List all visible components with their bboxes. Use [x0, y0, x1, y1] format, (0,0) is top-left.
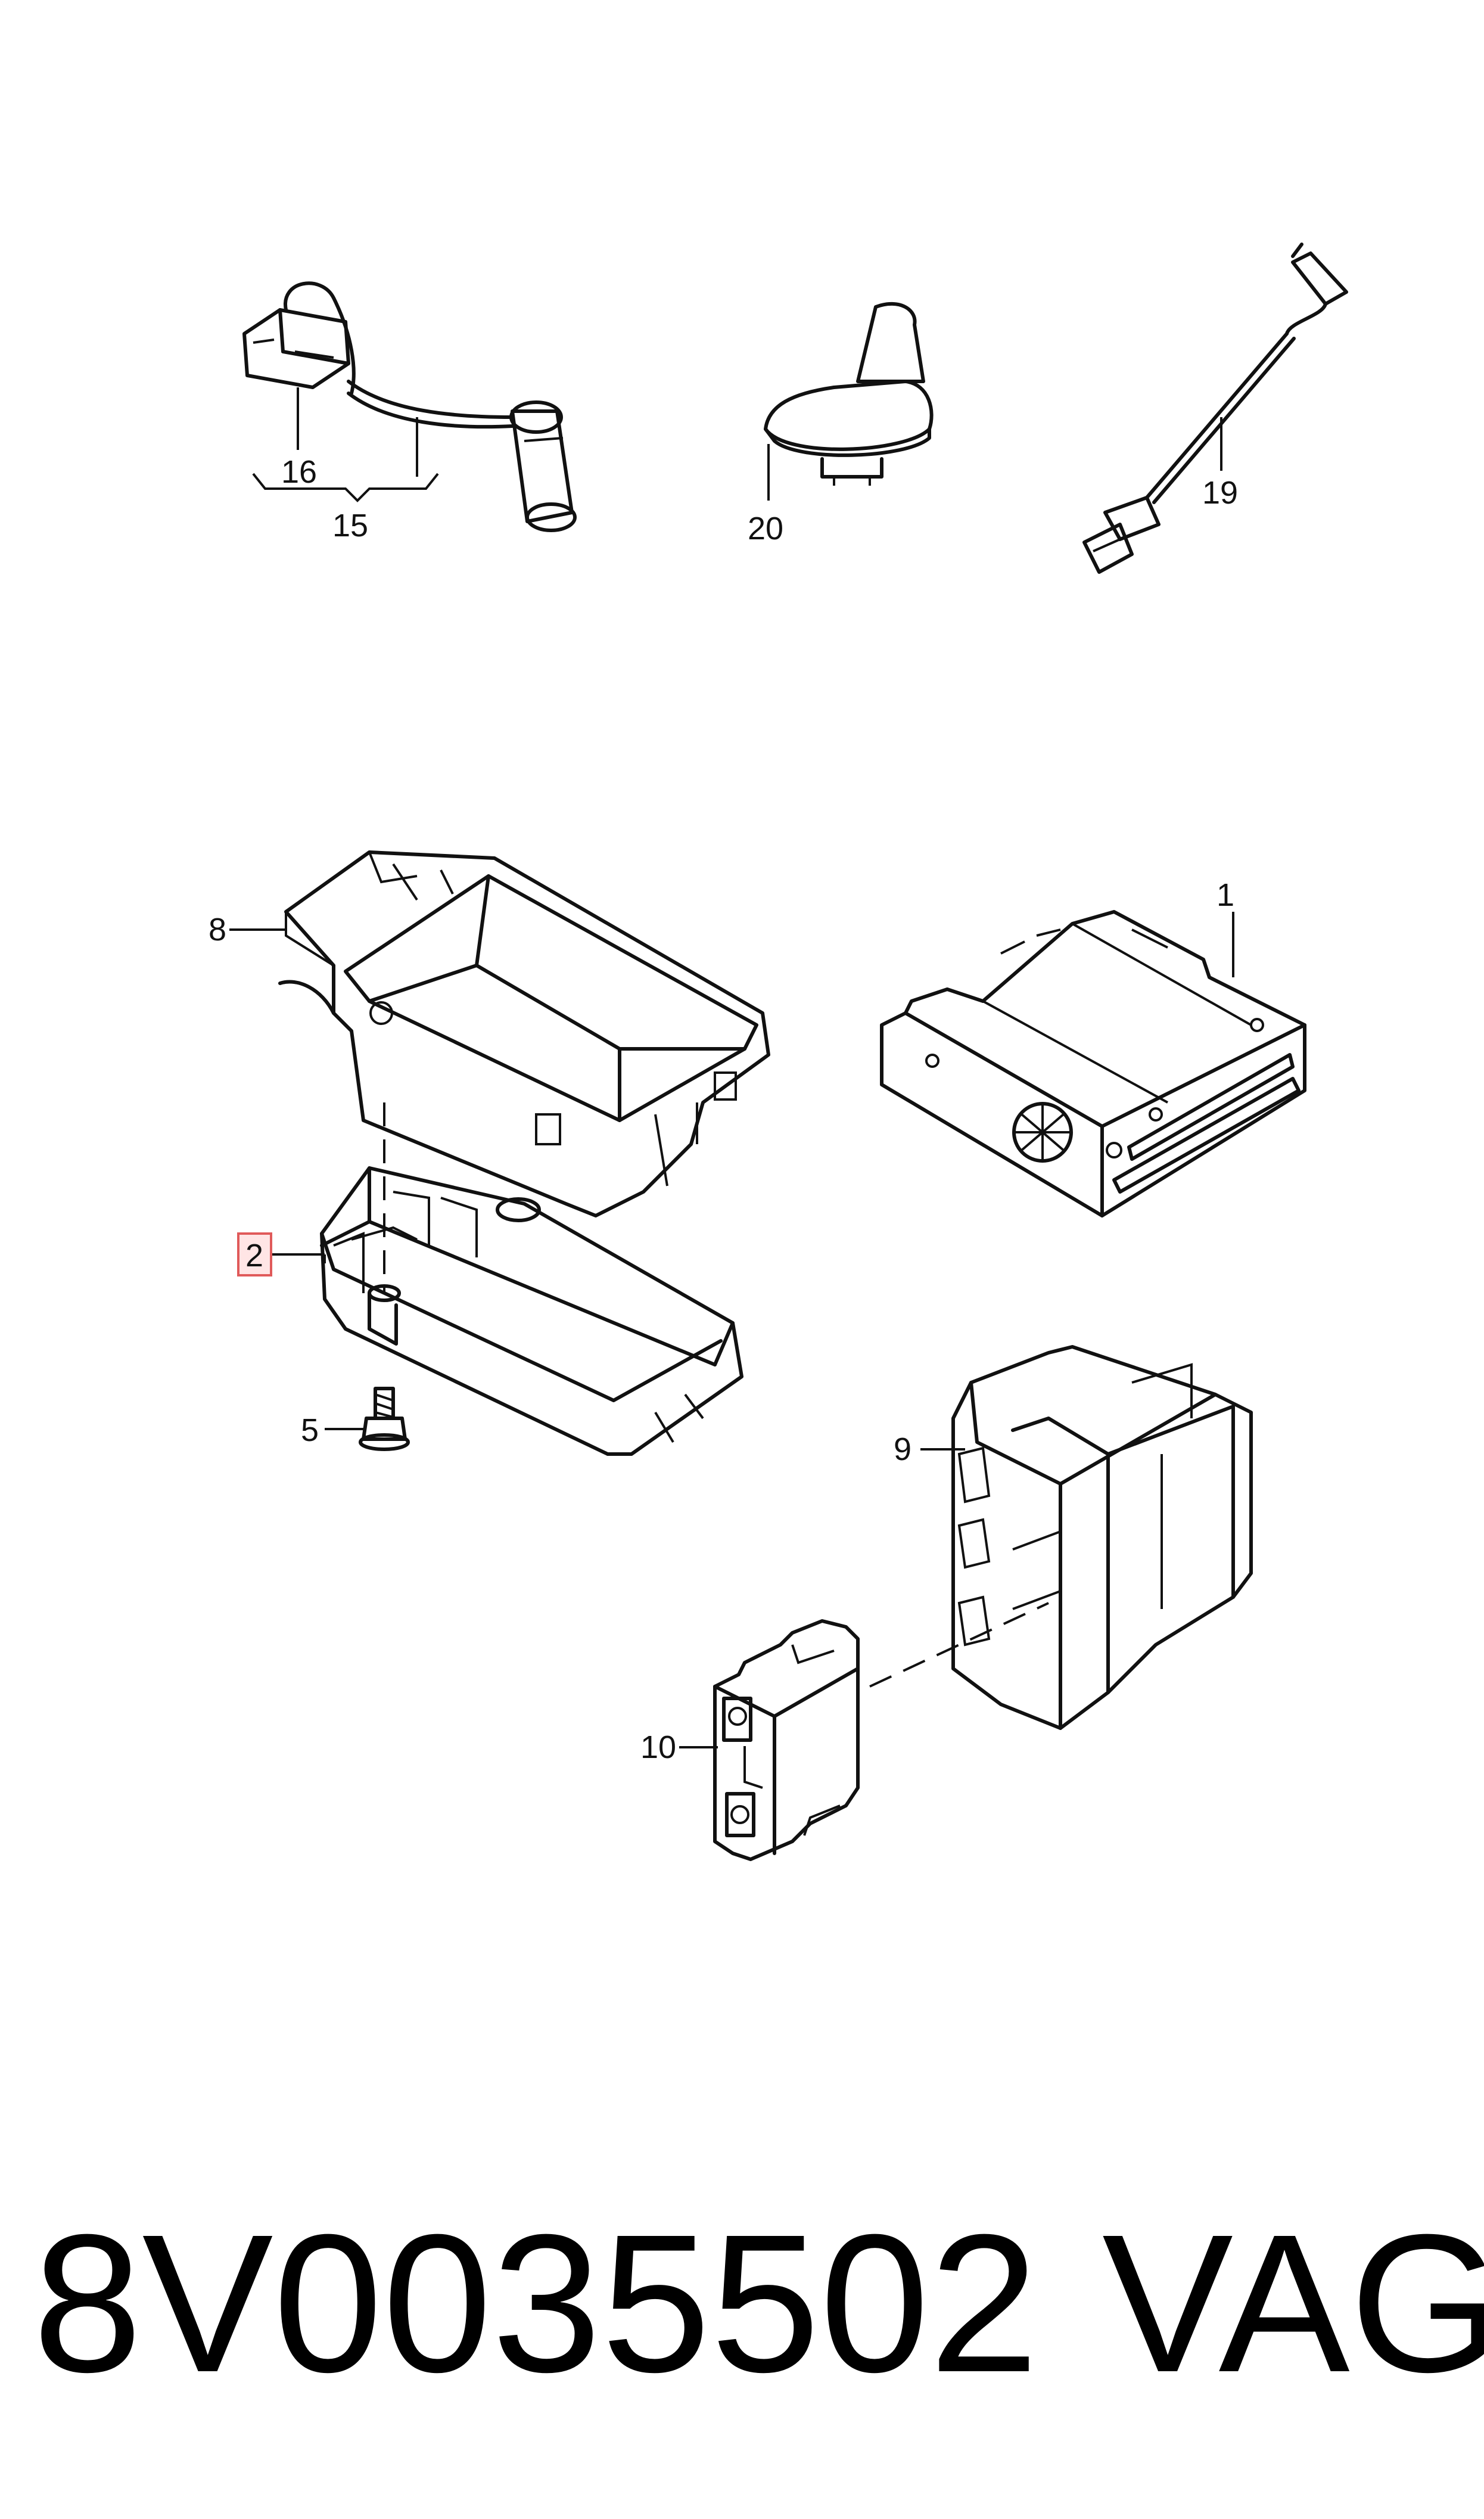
callout-10: 10 — [640, 1729, 718, 1765]
svg-text:10: 10 — [640, 1729, 676, 1765]
callout-2: 2 — [237, 1232, 326, 1276]
part-19-antenna-cable — [1082, 243, 1348, 574]
callout-19: 19 — [1202, 417, 1238, 511]
svg-text:1: 1 — [1217, 877, 1234, 913]
callout-5: 5 — [301, 1412, 366, 1448]
svg-text:20: 20 — [748, 511, 783, 546]
svg-text:16: 16 — [281, 454, 317, 490]
callout-1: 1 — [1217, 877, 1234, 977]
part-number-label: 8V0035502 — [33, 2193, 1039, 2413]
part-2-control-unit — [320, 1166, 743, 1456]
part-15-cable-harness — [242, 281, 577, 532]
svg-text:5: 5 — [301, 1412, 319, 1448]
svg-text:2: 2 — [245, 1238, 263, 1274]
svg-text:19: 19 — [1202, 475, 1238, 511]
svg-text:9: 9 — [894, 1431, 911, 1467]
assembly-line-10-9 — [869, 1602, 1049, 1688]
callout-16: 16 — [281, 387, 317, 490]
callout-20: 20 — [748, 444, 783, 546]
callout-9: 9 — [894, 1431, 965, 1467]
part-10-module — [713, 1619, 860, 1861]
callout-15-bracket: 15 — [252, 417, 439, 543]
callout-2-highlight-box — [237, 1232, 272, 1276]
part-9-mounting-bracket — [951, 1345, 1253, 1730]
part-5-screw — [359, 1387, 410, 1451]
svg-text:15: 15 — [332, 508, 368, 543]
part-8-holder-tray — [278, 850, 770, 1217]
part-1-radio-navigation-unit — [880, 910, 1306, 1217]
part-20-roof-antenna — [764, 302, 934, 486]
brand-label: VAG — [1102, 2193, 1484, 2413]
callout-8: 8 — [209, 912, 286, 948]
svg-text:8: 8 — [209, 912, 226, 948]
